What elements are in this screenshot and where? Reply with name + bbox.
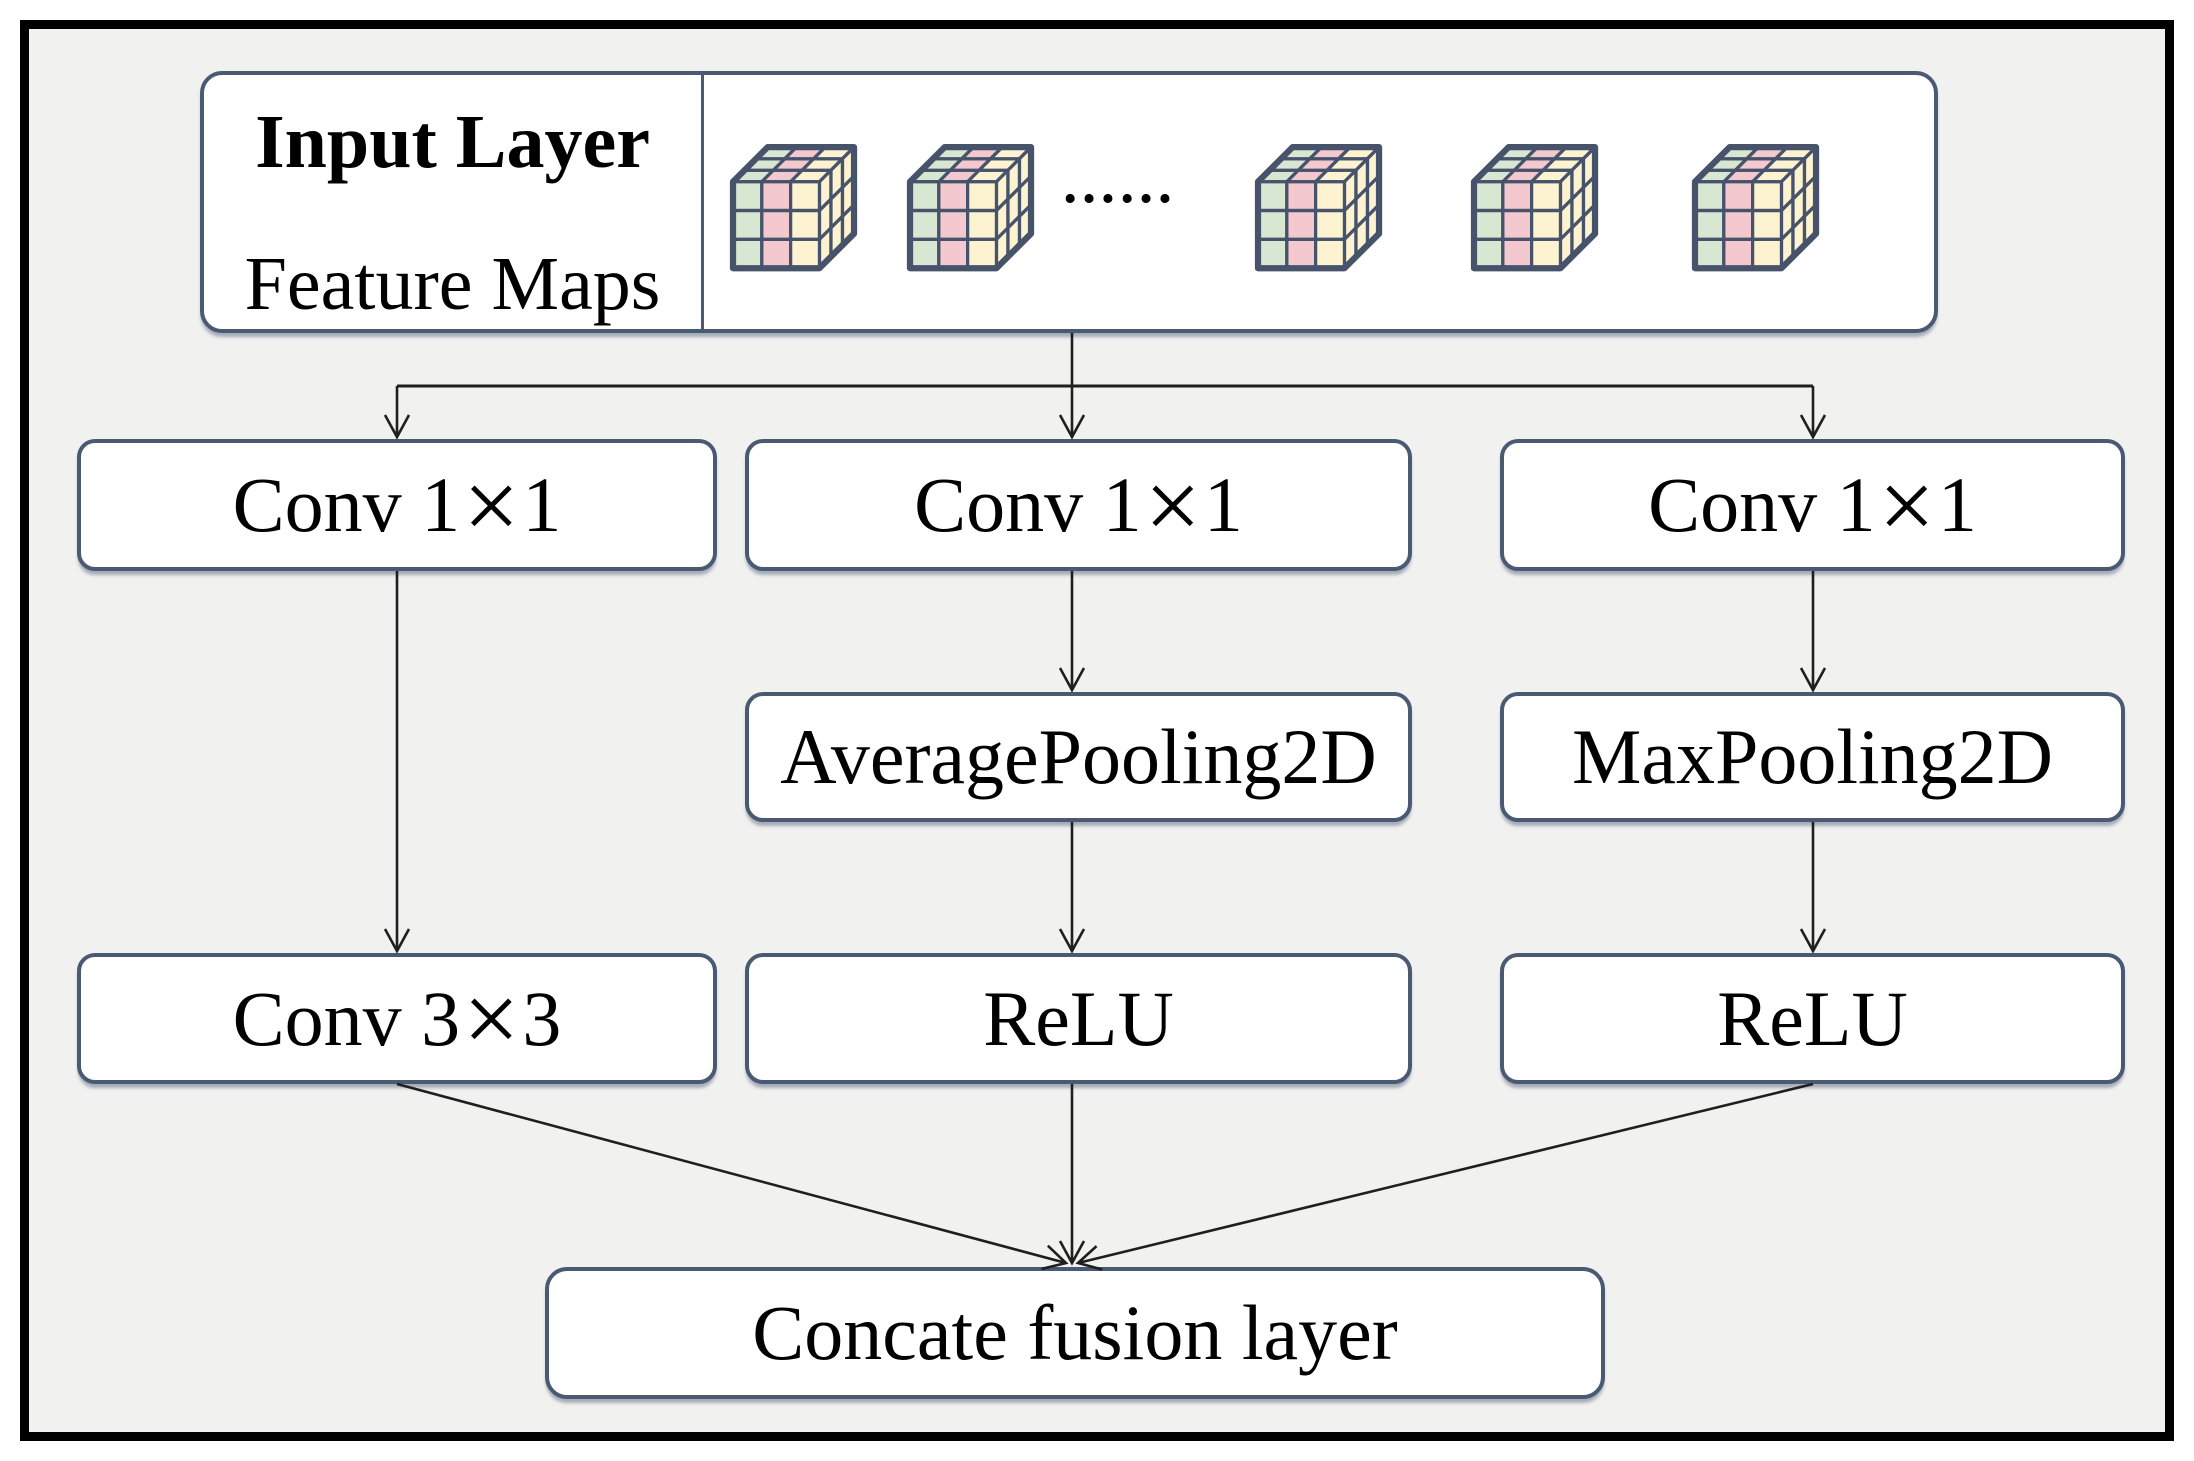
feature-map-cube-icon [1690, 127, 1822, 273]
conv1x1-right-label: Conv 1×1 [1648, 449, 1977, 561]
input-layer-title: Input Layer [255, 100, 650, 184]
feature-map-cube-icon [1469, 127, 1601, 273]
feature-maps-label: Feature Maps [244, 242, 661, 326]
conv1x1-left-box: Conv 1×1 [77, 439, 717, 571]
conv3x3-label: Conv 3×3 [232, 963, 562, 1075]
feature-map-cube-icon [905, 127, 1037, 273]
conv3x3-box: Conv 3×3 [77, 953, 717, 1084]
relu-right-box: ReLU [1500, 953, 2125, 1084]
averagepooling2d-label: AveragePooling2D [780, 713, 1377, 800]
feature-map-cube-icon [1253, 127, 1385, 273]
averagepooling2d-box: AveragePooling2D [745, 692, 1412, 822]
concate-fusion-layer-label: Concate fusion layer [752, 1289, 1398, 1376]
input-layer-box: Input Layer Feature Maps …… [200, 71, 1938, 333]
ellipsis-dots: …… [1061, 153, 1175, 215]
maxpooling2d-label: MaxPooling2D [1571, 713, 2054, 800]
conv1x1-middle-label: Conv 1×1 [914, 449, 1243, 561]
relu-middle-label: ReLU [983, 974, 1174, 1062]
maxpooling2d-box: MaxPooling2D [1500, 692, 2125, 822]
relu-middle-box: ReLU [745, 953, 1412, 1084]
conv1x1-middle-box: Conv 1×1 [745, 439, 1412, 571]
relu-right-label: ReLU [1717, 974, 1908, 1062]
input-box-divider [701, 75, 704, 329]
conv1x1-right-box: Conv 1×1 [1500, 439, 2125, 571]
concate-fusion-layer-box: Concate fusion layer [545, 1267, 1605, 1399]
conv1x1-left-label: Conv 1×1 [232, 449, 562, 561]
feature-map-cube-icon [728, 127, 860, 273]
